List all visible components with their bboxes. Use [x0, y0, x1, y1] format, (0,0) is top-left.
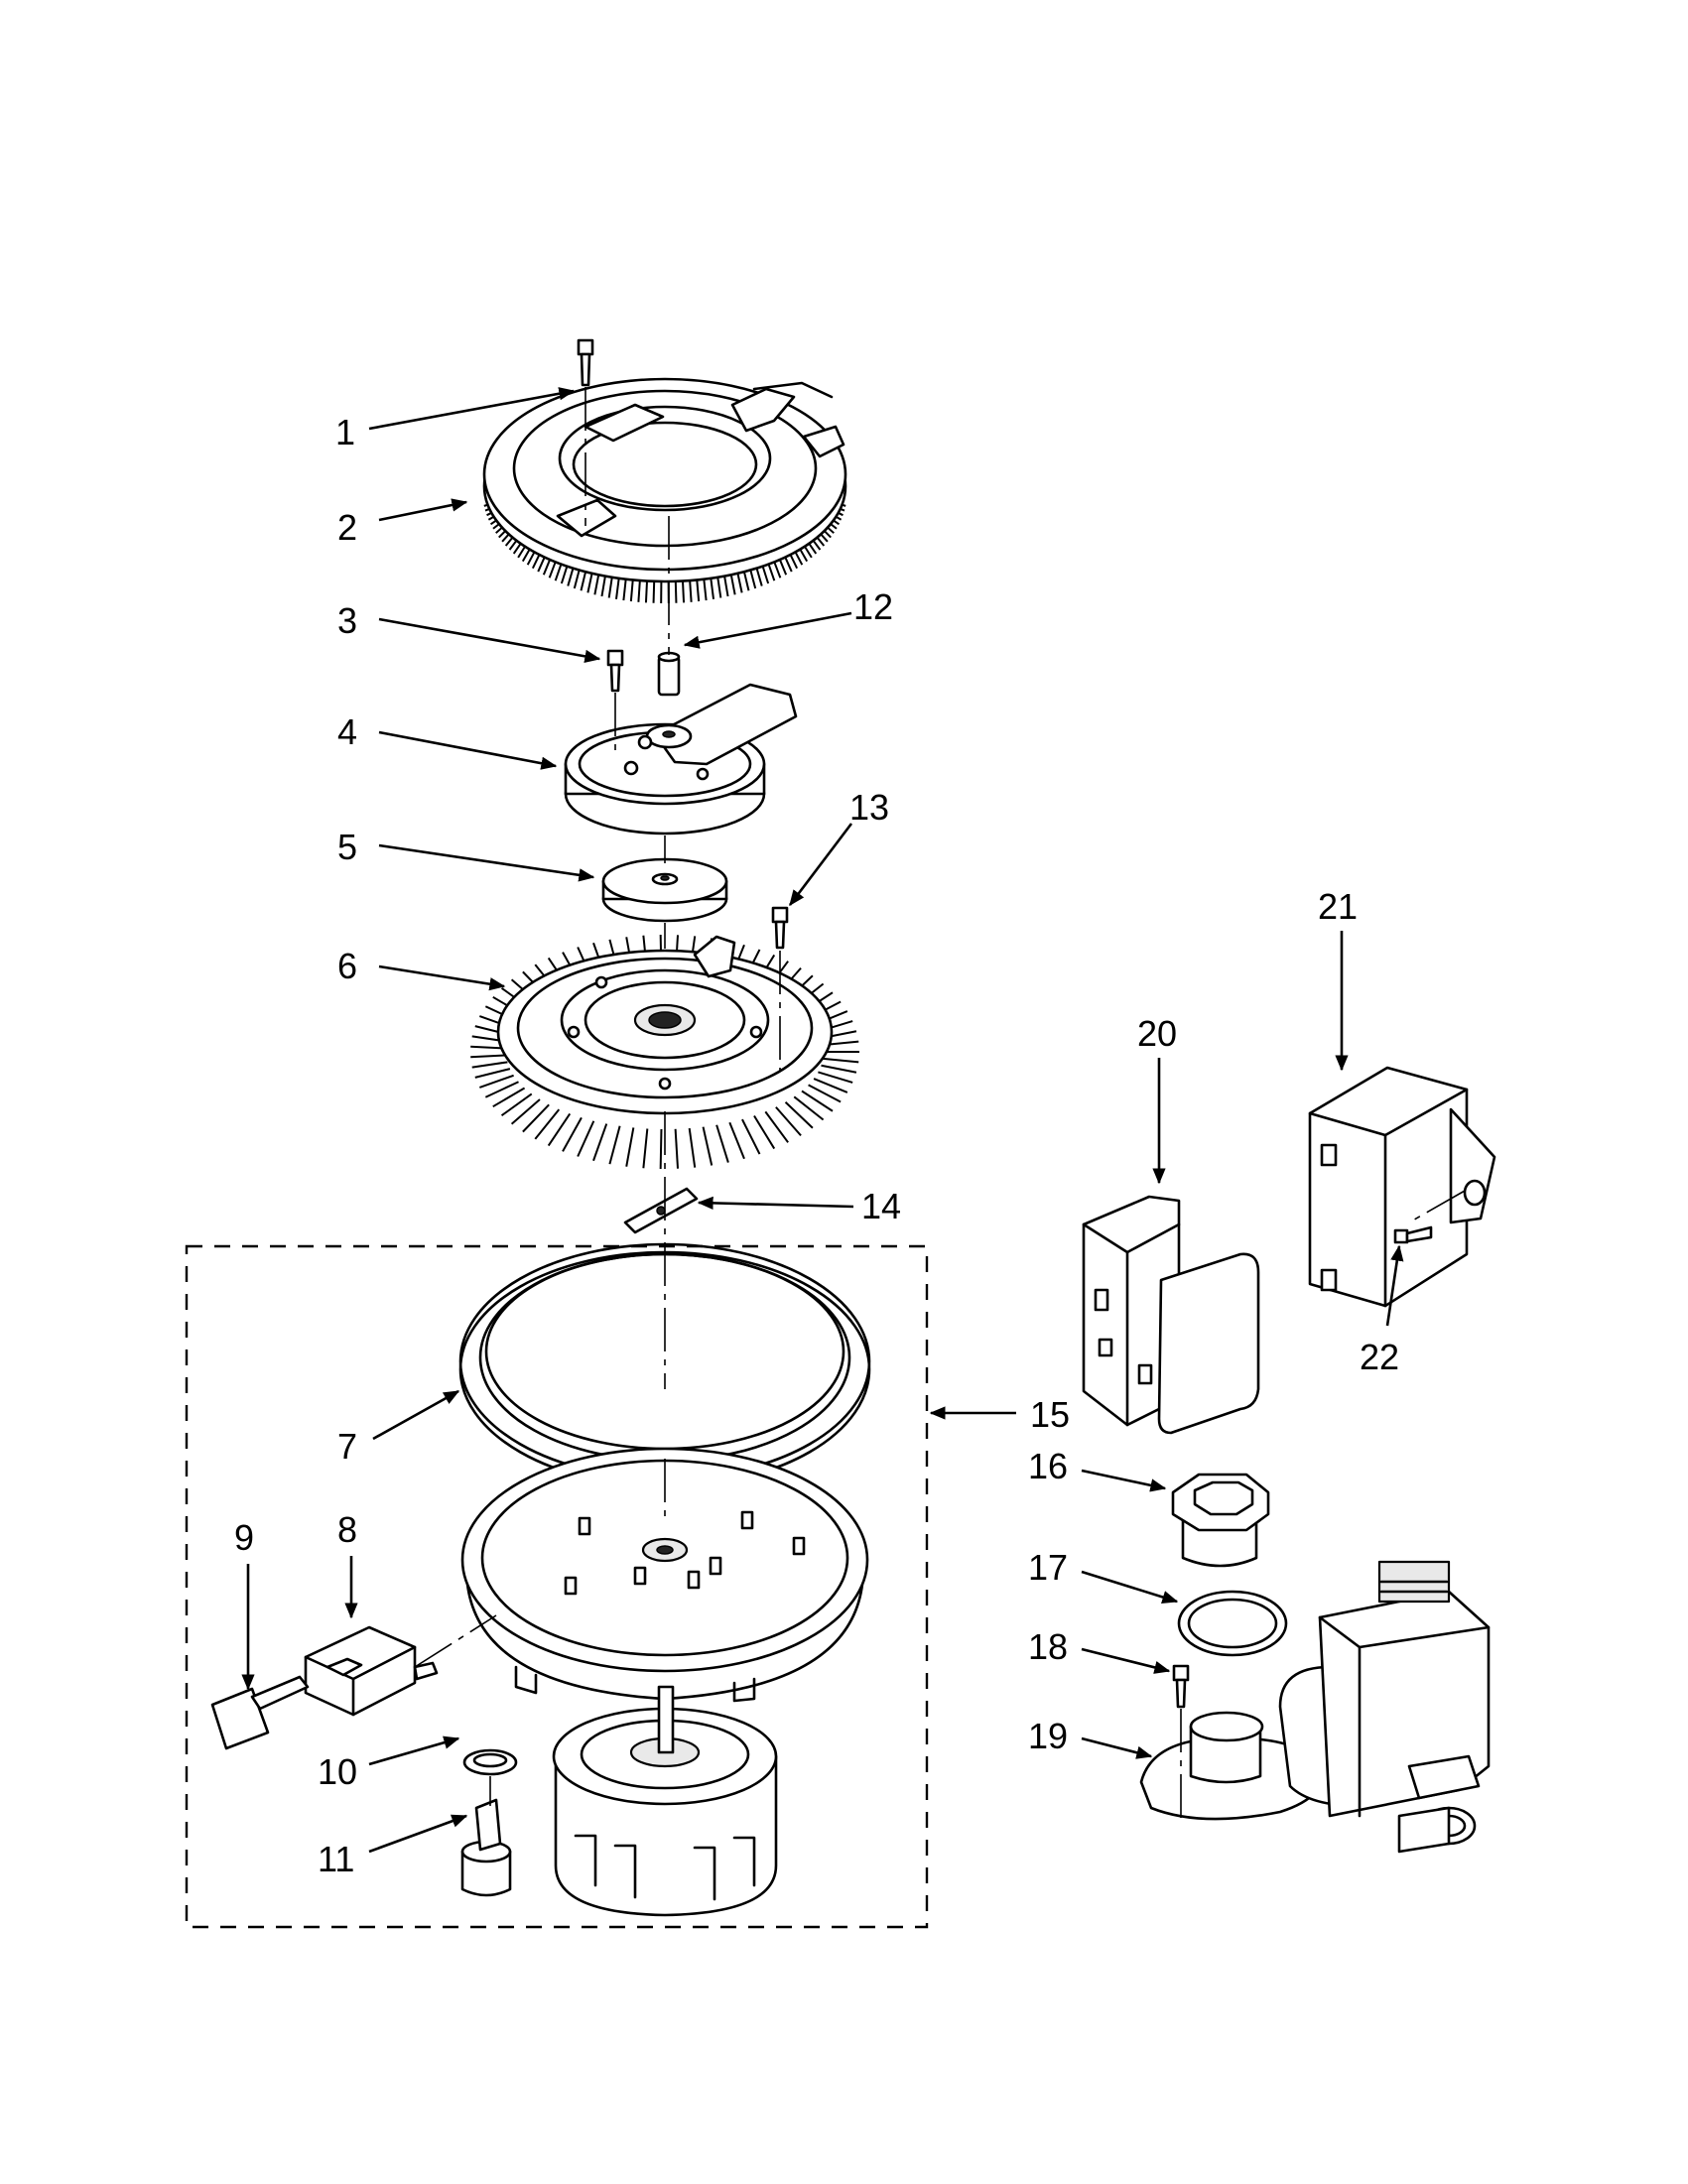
part-17-o-ring [1177, 1590, 1288, 1657]
part-16-adapter [1171, 1473, 1270, 1568]
center-lines [414, 387, 1182, 1826]
part-2-upper-housing [482, 377, 847, 603]
callout-14: 14 [861, 1186, 901, 1226]
callout-1: 1 [335, 412, 355, 452]
callout-20: 20 [1137, 1013, 1177, 1054]
part-11-sensor [460, 1798, 512, 1897]
wash-motor [552, 1685, 778, 1917]
assembly-15-outline [185, 1244, 929, 1929]
callout-21: 21 [1318, 886, 1358, 927]
sump-posts [564, 1510, 806, 1596]
callout-10: 10 [318, 1751, 357, 1792]
part-1-screw [577, 338, 594, 387]
callout-2: 2 [337, 507, 357, 548]
callout-16: 16 [1028, 1446, 1068, 1486]
callout-17: 17 [1028, 1547, 1068, 1588]
callout-3: 3 [337, 600, 357, 641]
callout-labels: 1 2 3 4 5 6 7 8 9 10 11 12 13 14 15 16 1… [234, 412, 1399, 1879]
callout-12: 12 [853, 586, 893, 627]
leader-arrows [241, 387, 1404, 1854]
part-18-screw [1172, 1664, 1190, 1709]
part-19-drain-pump [1139, 1560, 1491, 1854]
callout-18: 18 [1028, 1626, 1068, 1667]
callout-15: 15 [1030, 1394, 1070, 1435]
part-14-chopper-blade [623, 1187, 699, 1234]
part-3-screw [606, 649, 624, 693]
callout-7: 7 [337, 1426, 357, 1467]
part-20-bracket [1082, 1195, 1260, 1435]
part-21-box [1308, 1066, 1496, 1308]
callout-9: 9 [234, 1517, 254, 1558]
part-5-impeller [601, 857, 728, 923]
part-22-screw [1393, 1225, 1433, 1244]
part-4-pump-cover [564, 683, 798, 835]
callout-22: 22 [1360, 1337, 1399, 1377]
part-9-lever [210, 1675, 310, 1750]
part-12-pin [657, 651, 681, 697]
part-8-switch-bracket [304, 1625, 439, 1717]
part-6-filter-assembly [470, 935, 859, 1169]
callout-4: 4 [337, 711, 357, 752]
part-13-screw [771, 906, 789, 950]
callout-5: 5 [337, 827, 357, 867]
callout-8: 8 [337, 1509, 357, 1550]
callout-11: 11 [318, 1839, 354, 1879]
callout-19: 19 [1028, 1716, 1068, 1756]
callout-13: 13 [849, 787, 889, 828]
callout-6: 6 [337, 946, 357, 986]
part-10-o-ring [462, 1748, 518, 1776]
